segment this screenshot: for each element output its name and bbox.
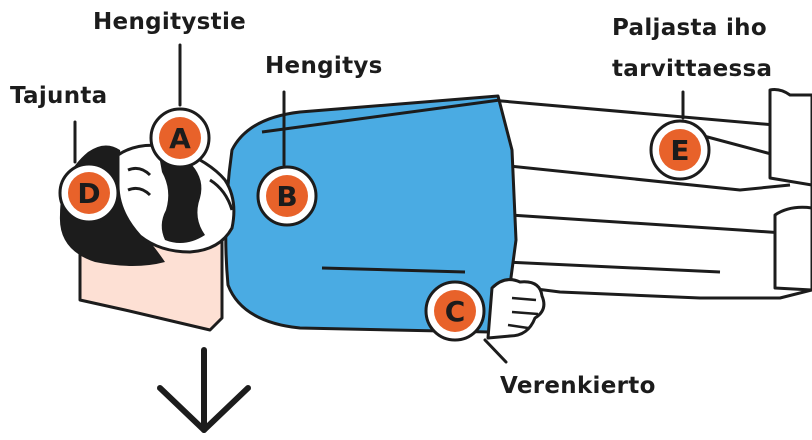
marker-b-letter: B — [276, 180, 297, 213]
label-paljasta-line1: Paljasta iho — [612, 14, 767, 42]
marker-a: A — [151, 109, 209, 167]
marker-c-letter: C — [445, 295, 466, 328]
marker-d-letter: D — [77, 177, 100, 210]
legs — [490, 100, 812, 298]
marker-a-letter: A — [169, 122, 191, 155]
label-tajunta: Tajunta — [10, 82, 108, 110]
marker-c: C — [426, 282, 484, 340]
marker-e: E — [651, 121, 709, 179]
label-paljasta-line2: tarvittaessa — [612, 55, 772, 83]
marker-d: D — [60, 164, 118, 222]
label-verenkierto: Verenkierto — [500, 372, 656, 400]
label-hengitystie: Hengitystie — [93, 8, 246, 36]
label-hengitys: Hengitys — [265, 52, 383, 80]
marker-e-letter: E — [670, 134, 689, 167]
marker-b: B — [258, 167, 316, 225]
arrow-down-icon — [160, 350, 248, 430]
hand — [488, 280, 544, 338]
